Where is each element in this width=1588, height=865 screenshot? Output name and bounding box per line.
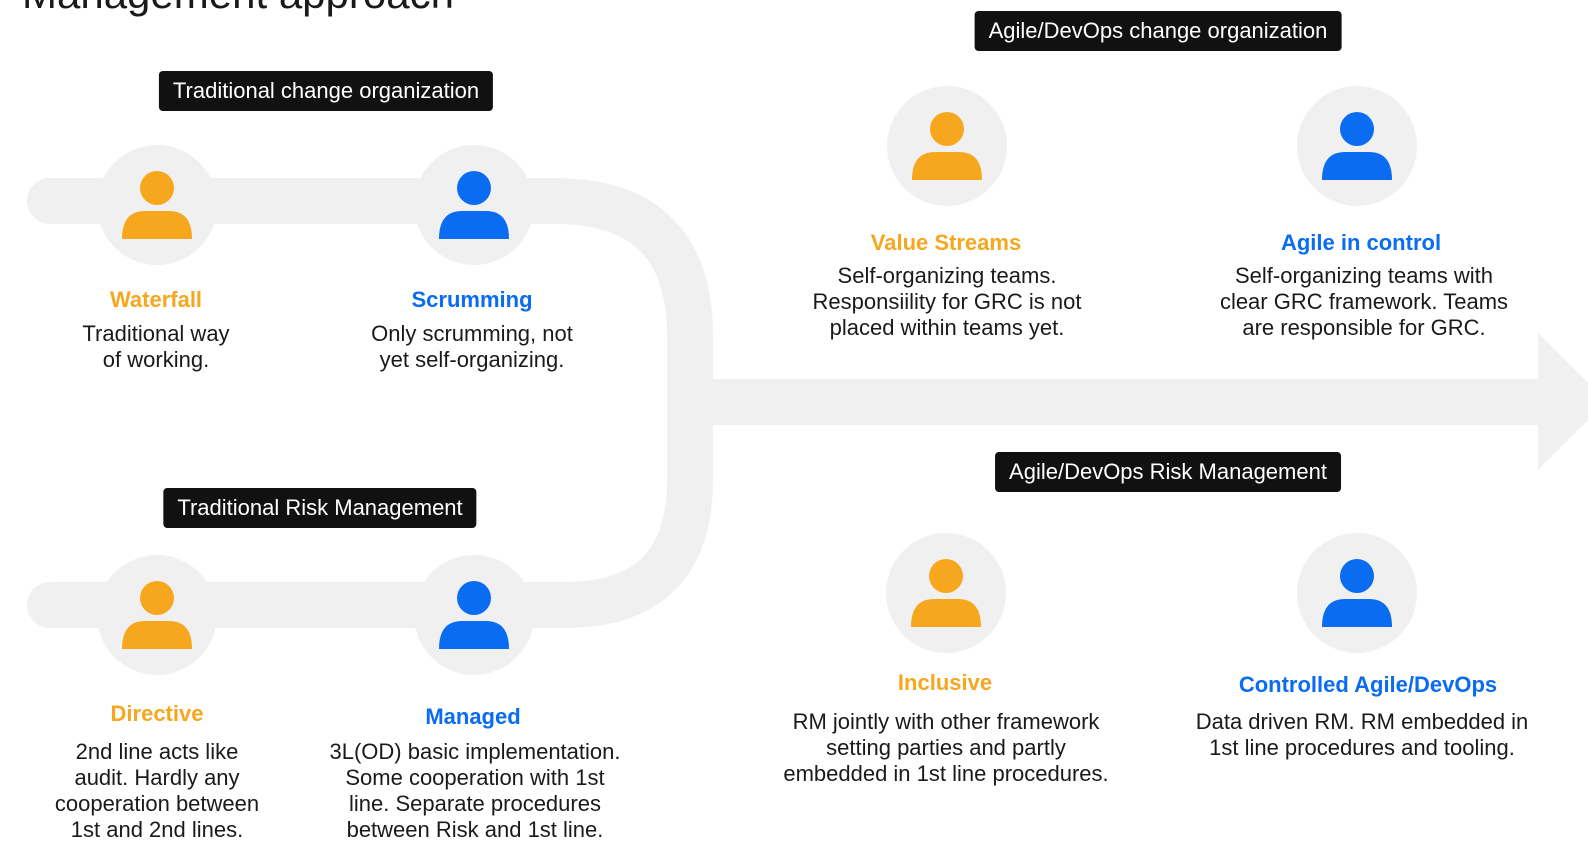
person-icon: [911, 559, 981, 627]
desc-value-streams: Self-organizing teams.Responsiility for …: [812, 263, 1082, 340]
person-icon: [122, 581, 192, 649]
tag-traditional-change: Traditional change organization: [158, 71, 494, 111]
node-managed: [414, 555, 534, 675]
page-title: Management approach: [22, 0, 454, 18]
person-icon: [1322, 112, 1392, 180]
node-controlled-agile: [1297, 533, 1417, 653]
arrow-head: [1538, 333, 1588, 470]
node-agile-in-control: [1297, 86, 1417, 206]
tag-agile-change: Agile/DevOps change organization: [974, 11, 1342, 51]
person-icon: [912, 112, 982, 180]
node-inclusive: [886, 533, 1006, 653]
node-scrumming: [414, 145, 534, 265]
label-managed: Managed: [425, 704, 521, 729]
label-controlled-agile: Controlled Agile/DevOps: [1238, 672, 1498, 697]
label-scrumming: Scrumming: [411, 287, 533, 312]
label-value-streams: Value Streams: [870, 230, 1022, 255]
label-agile-in-control: Agile in control: [1280, 230, 1442, 255]
person-icon: [1322, 559, 1392, 627]
arrow-shaft: [690, 379, 1540, 425]
person-icon: [439, 171, 509, 239]
node-directive: [97, 555, 217, 675]
person-icon: [122, 171, 192, 239]
tag-agile-risk: Agile/DevOps Risk Management: [995, 452, 1341, 492]
desc-managed: 3L(OD) basic implementation.Some coopera…: [329, 739, 621, 842]
label-inclusive: Inclusive: [897, 670, 993, 695]
label-directive: Directive: [110, 701, 204, 726]
label-waterfall: Waterfall: [109, 287, 203, 312]
node-value-streams: [887, 86, 1007, 206]
person-icon: [439, 581, 509, 649]
node-waterfall: [97, 145, 217, 265]
tag-traditional-risk: Traditional Risk Management: [163, 488, 477, 528]
